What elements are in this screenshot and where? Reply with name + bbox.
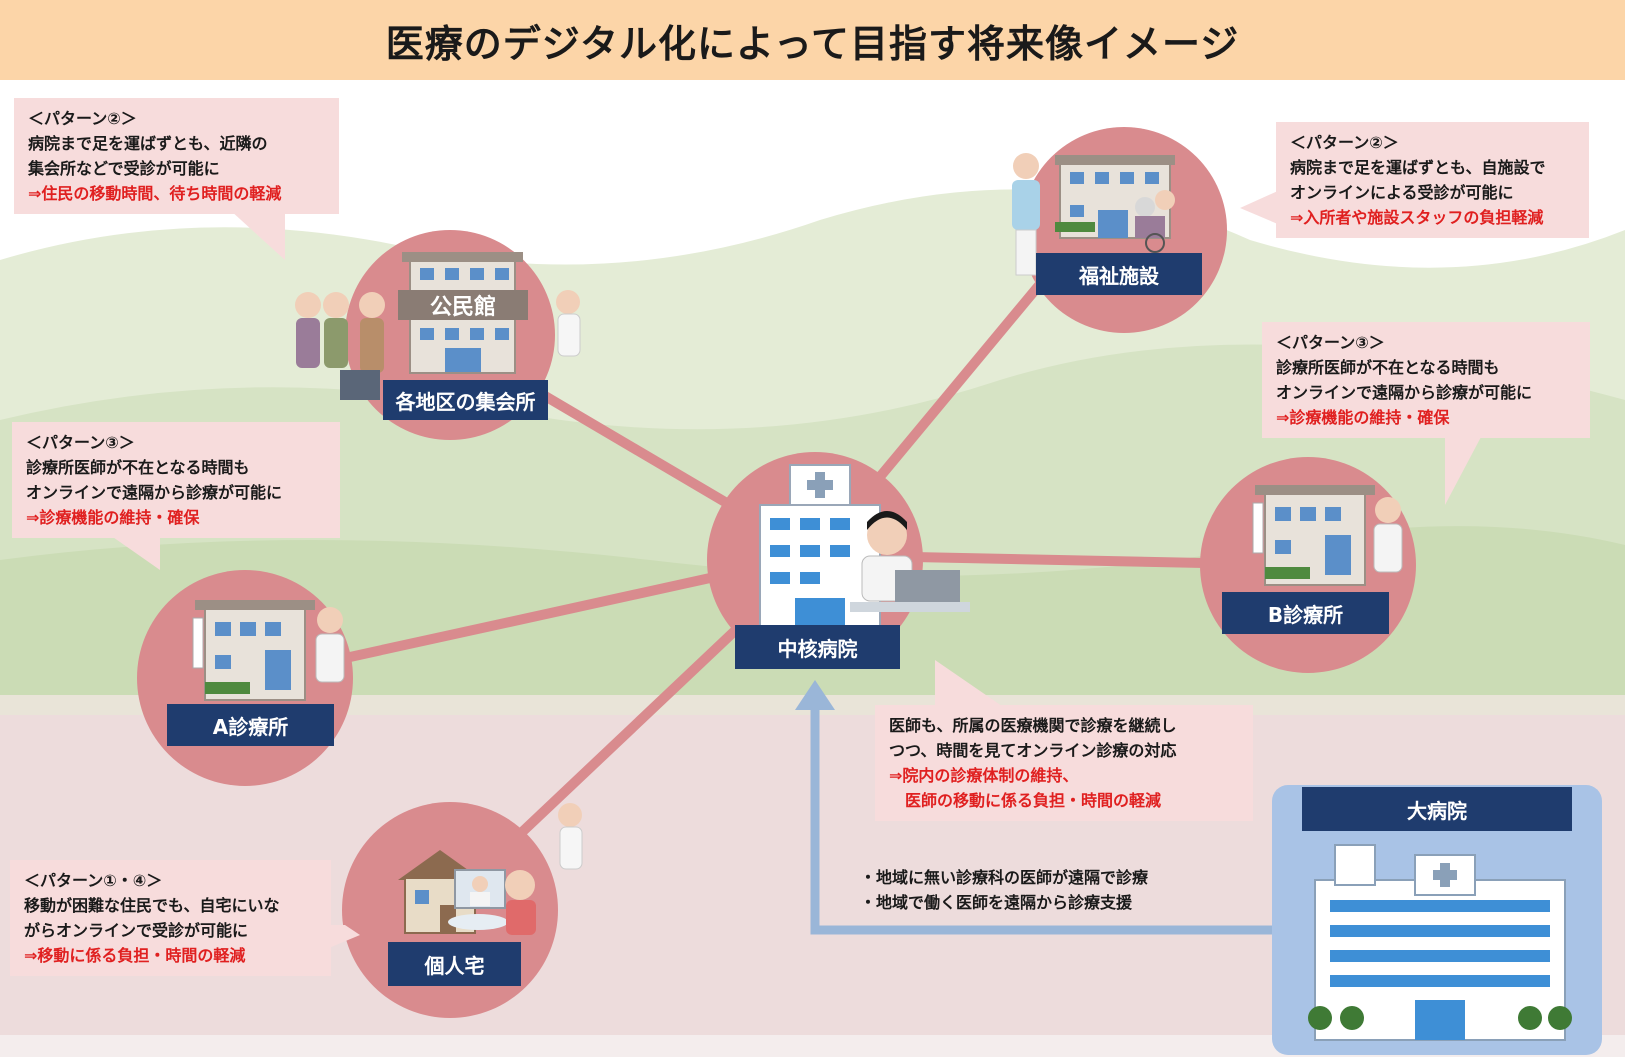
callout-welfare-head: ＜パターン②＞ — [1290, 133, 1399, 152]
big-hospital-notes: ・地域に無い診療科の医師が遠隔で診療 ・地域で働く医師を遠隔から診療支援 — [860, 865, 1148, 915]
community-hall-icon — [398, 252, 528, 374]
label-clinic-a: A診療所 — [167, 704, 334, 746]
label-home: 個人宅 — [388, 942, 521, 986]
big-hospital-icon — [1308, 844, 1572, 1041]
label-hub: 中核病院 — [735, 625, 900, 669]
callout-home-benefit: ⇒移動に係る負担・時間の軽減 — [24, 946, 246, 965]
community-hall-sign: 公民館 — [429, 295, 496, 320]
big-hospital-note-1: ・地域に無い診療科の医師が遠隔で診療 — [860, 868, 1149, 887]
callout-clinic-a-benefit: ⇒診療機能の維持・確保 — [26, 508, 200, 527]
header-banner: 医療のデジタル化によって目指す将来像イメージ — [0, 0, 1625, 80]
callout-clinic-a-head: ＜パターン③＞ — [26, 433, 135, 452]
callout-hub-line-1: 医師も、所属の医療機関で診療を継続し — [889, 716, 1177, 735]
callout-welfare-benefit: ⇒入所者や施設スタッフの負担軽減 — [1290, 208, 1544, 227]
callout-home-head: ＜パターン①・④＞ — [24, 871, 163, 890]
callout-hub: 医師も、所属の医療機関で診療を継続し つつ、時間を見てオンライン診療の対応 ⇒院… — [875, 705, 1253, 821]
callout-community-head: ＜パターン②＞ — [28, 109, 137, 128]
hub-hospital-icon — [759, 464, 881, 631]
callout-hub-benefit-1: ⇒院内の診療体制の維持、 — [889, 766, 1079, 785]
home-nurse-icon — [558, 803, 583, 870]
callout-welfare-line-2: オンラインによる受診が可能に — [1290, 183, 1514, 202]
callout-clinic-b-benefit: ⇒診療機能の維持・確保 — [1276, 408, 1450, 427]
callout-community: ＜パターン②＞ 病院まで足を運ばずとも、近隣の 集会所などで受診が可能に ⇒住民… — [14, 98, 339, 214]
callout-clinic-b: ＜パターン③＞ 診療所医師が不在となる時間も オンラインで遠隔から診療が可能に … — [1262, 322, 1590, 438]
callout-clinic-a-line-1: 診療所医師が不在となる時間も — [26, 458, 250, 477]
callout-welfare: ＜パターン②＞ 病院まで足を運ばずとも、自施設で オンラインによる受診が可能に … — [1276, 122, 1589, 238]
support-arrow — [795, 680, 1275, 935]
clinic-b-doctor-icon — [1373, 497, 1403, 573]
clinic-b-icon — [1252, 485, 1375, 586]
callout-community-line-2: 集会所などで受診が可能に — [28, 159, 220, 178]
callout-home-line-2: がらオンラインで受診が可能に — [24, 921, 249, 940]
label-clinic-b: B診療所 — [1222, 592, 1389, 634]
big-hospital-note-2: ・地域で働く医師を遠隔から診療支援 — [860, 893, 1133, 912]
callout-clinic-a-line-2: オンラインで遠隔から診療が可能に — [26, 483, 283, 502]
callout-community-benefit: ⇒住民の移動時間、待ち時間の軽減 — [28, 184, 282, 203]
label-big-hospital: 大病院 — [1302, 787, 1572, 831]
callout-hub-line-2: つつ、時間を見てオンライン診療の対応 — [889, 741, 1177, 760]
caregiver-icon — [1012, 153, 1040, 276]
doctor-with-laptop-icon — [850, 511, 970, 612]
label-community: 各地区の集会所 — [383, 380, 548, 420]
video-call-screen-icon — [448, 869, 508, 930]
callout-clinic-b-line-1: 診療所医師が不在となる時間も — [1276, 358, 1500, 377]
page-title: 医療のデジタル化によって目指す将来像イメージ — [385, 21, 1240, 66]
label-welfare: 福祉施設 — [1036, 253, 1202, 295]
home-patient-icon — [505, 870, 536, 935]
callout-clinic-a: ＜パターン③＞ 診療所医師が不在となる時間も オンラインで遠隔から診療が可能に … — [12, 422, 340, 538]
elderly-residents-icon — [295, 292, 385, 400]
callout-clinic-b-line-2: オンラインで遠隔から診療が可能に — [1276, 383, 1533, 402]
callout-clinic-b-head: ＜パターン③＞ — [1276, 333, 1385, 352]
callout-home: ＜パターン①・④＞ 移動が困難な住民でも、自宅にいな がらオンラインで受診が可能… — [10, 860, 331, 976]
callout-welfare-line-1: 病院まで足を運ばずとも、自施設で — [1290, 158, 1546, 177]
wheelchair-resident-icon — [1135, 190, 1175, 253]
nurse-icon — [556, 290, 581, 357]
clinic-a-icon — [192, 600, 315, 701]
callout-community-line-1: 病院まで足を運ばずとも、近隣の — [28, 134, 268, 153]
clinic-a-doctor-icon — [315, 607, 345, 683]
callout-hub-benefit-2: 医師の移動に係る負担・時間の軽減 — [889, 791, 1162, 810]
callout-home-line-1: 移動が困難な住民でも、自宅にいな — [24, 896, 280, 915]
welfare-facility-icon — [1055, 155, 1175, 239]
